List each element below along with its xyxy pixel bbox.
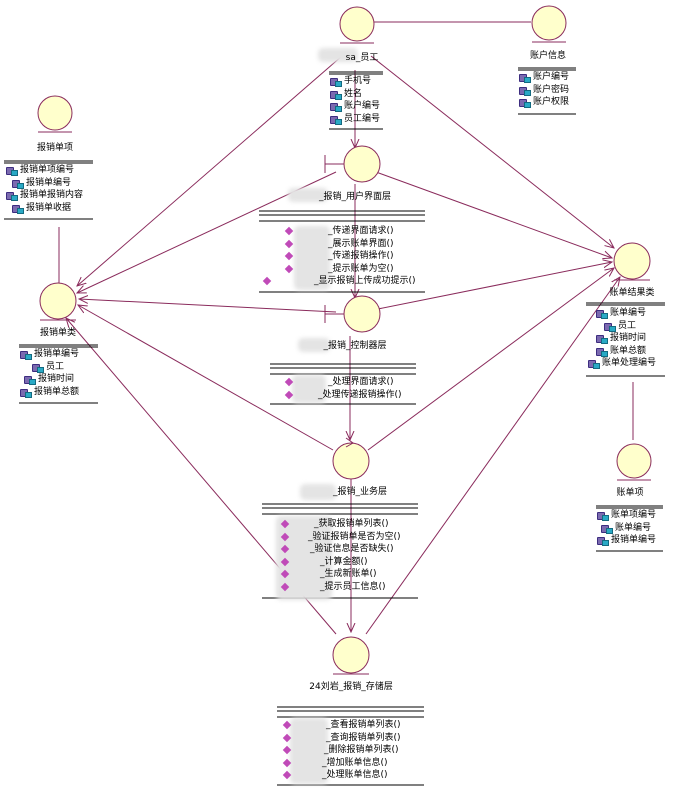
operation-row: _查看报销单列表() [282, 719, 401, 732]
expense-item-class-name: 报销单项 [36, 143, 74, 153]
redaction-blur [288, 188, 328, 202]
redaction-blur [298, 338, 330, 352]
operation-row: _计算金额() [280, 556, 401, 569]
attribute-row: 姓名 [330, 88, 380, 101]
employee-class-name: sa_员工 [345, 53, 379, 63]
expense-class-class-name: 报销单类 [39, 328, 77, 338]
ui-layer-class-name: _报销_用户界面层 [318, 192, 392, 202]
link-business-billresult [367, 268, 614, 451]
account-info-class-name: 账户信息 [529, 51, 567, 61]
bill-result-entity-icon [613, 242, 651, 281]
operation-row: _展示账单界面() [284, 238, 438, 251]
bill-result-class-name: 账单结果类 [609, 288, 655, 298]
attribute-row: 员工 [604, 320, 672, 333]
operation-row: _验证报销单是否为空() [280, 531, 401, 544]
operation-row: _获取报销单列表() [280, 518, 401, 531]
storage-class-name: 24刘岩_报销_存储层 [309, 682, 393, 692]
redaction-blur [318, 48, 358, 62]
attribute-row: 账户编号 [519, 71, 569, 84]
controller-class-name: _报销_控制器层 [323, 341, 387, 351]
business-class-name: _报销_业务层 [332, 487, 388, 497]
attribute-row: 员工 [32, 361, 91, 374]
operation-row: _增加账单信息() [282, 757, 401, 770]
expense-class-entity-icon [39, 282, 77, 321]
link-employee-expense [77, 55, 343, 286]
operation-row: _显示报销上传成功提示() [262, 275, 416, 288]
employee-attributes: 手机号 姓名 账户编号 员工编号 [330, 75, 380, 125]
business-control-icon [332, 437, 370, 480]
operation-row: _验证信息是否缺失() [280, 543, 401, 556]
bill-item-class-name: 账单项 [616, 488, 644, 498]
operation-row: _处理界面请求() [284, 376, 402, 389]
attribute-row: 报销单收据 [12, 202, 89, 215]
attribute-row: 报销单报销内容 [6, 189, 83, 202]
attribute-row: 账单编号 [596, 307, 664, 320]
attribute-row: 账户密码 [519, 84, 569, 97]
attribute-row: 账单总额 [596, 345, 664, 358]
link-ui-billresult [375, 171, 612, 258]
attribute-row: 账单编号 [601, 522, 660, 535]
operation-row: _删除报销单列表() [282, 744, 401, 757]
link-controller-billresult [372, 262, 612, 311]
operation-row: _生成新账单() [280, 568, 401, 581]
link-storage-billresult [365, 277, 620, 635]
attribute-row: 员工编号 [330, 113, 380, 126]
controller-boundary-icon [324, 295, 381, 333]
attribute-row: 报销时间 [24, 373, 83, 386]
attribute-row: 报销时间 [596, 332, 664, 345]
attribute-row: 报销单编号 [12, 177, 89, 190]
bill-item-attributes: 账单项编号 账单编号 报销单编号 [597, 509, 656, 547]
attribute-row: 手机号 [330, 75, 380, 88]
link-business-expense [78, 305, 334, 451]
operation-row: _查询报销单列表() [282, 732, 401, 745]
expense-item-attributes: 报销单项编号 报销单编号 报销单报销内容 报销单收据 [6, 164, 83, 214]
operation-row: _传递界面请求() [284, 225, 438, 238]
attribute-row: 账单项编号 [597, 509, 656, 522]
attribute-row: 账单处理编号 [588, 357, 656, 370]
storage-operations: _查看报销单列表() _查询报销单列表() _删除报销单列表() _增加账单信息… [282, 719, 401, 782]
attribute-row: 账户权限 [519, 96, 569, 109]
employee-entity-icon [339, 6, 375, 44]
bill-result-attributes: 账单编号 员工 报销时间 账单总额 账单处理编号 [588, 307, 656, 370]
business-operations: _获取报销单列表() _验证报销单是否为空() _验证信息是否缺失() _计算金… [280, 518, 401, 593]
operation-row: _提示账单为空() [284, 263, 438, 276]
attribute-row: 账户编号 [330, 100, 380, 113]
attribute-row: 报销单编号 [597, 534, 656, 547]
redaction-blur [300, 484, 336, 500]
attribute-row: 报销单总额 [20, 386, 79, 399]
operation-row: _处理账单信息() [282, 769, 401, 782]
attribute-row: 报销单编号 [20, 348, 79, 361]
operation-row: _传递报销操作() [284, 250, 438, 263]
storage-entity-icon [332, 636, 370, 675]
ui-layer-operations: _传递界面请求() _展示账单界面() _传递报销操作() _提示账单为空() … [284, 225, 438, 288]
ui-layer-boundary-icon [324, 145, 381, 183]
attribute-row: 报销单项编号 [6, 164, 83, 177]
account-info-entity-icon [531, 5, 567, 43]
operation-row: _提示员工信息() [280, 581, 401, 594]
expense-class-attributes: 报销单编号 员工 报销时间 报销单总额 [20, 348, 79, 398]
bill-item-entity-icon [616, 443, 652, 481]
link-employee-billresult [370, 55, 614, 248]
link-controller-expense [79, 299, 337, 313]
account-info-attributes: 账户编号 账户密码 账户权限 [519, 71, 569, 109]
operation-row: _处理传递报销操作() [284, 389, 402, 402]
controller-operations: _处理界面请求() _处理传递报销操作() [284, 376, 402, 401]
expense-item-entity-icon [37, 95, 73, 133]
